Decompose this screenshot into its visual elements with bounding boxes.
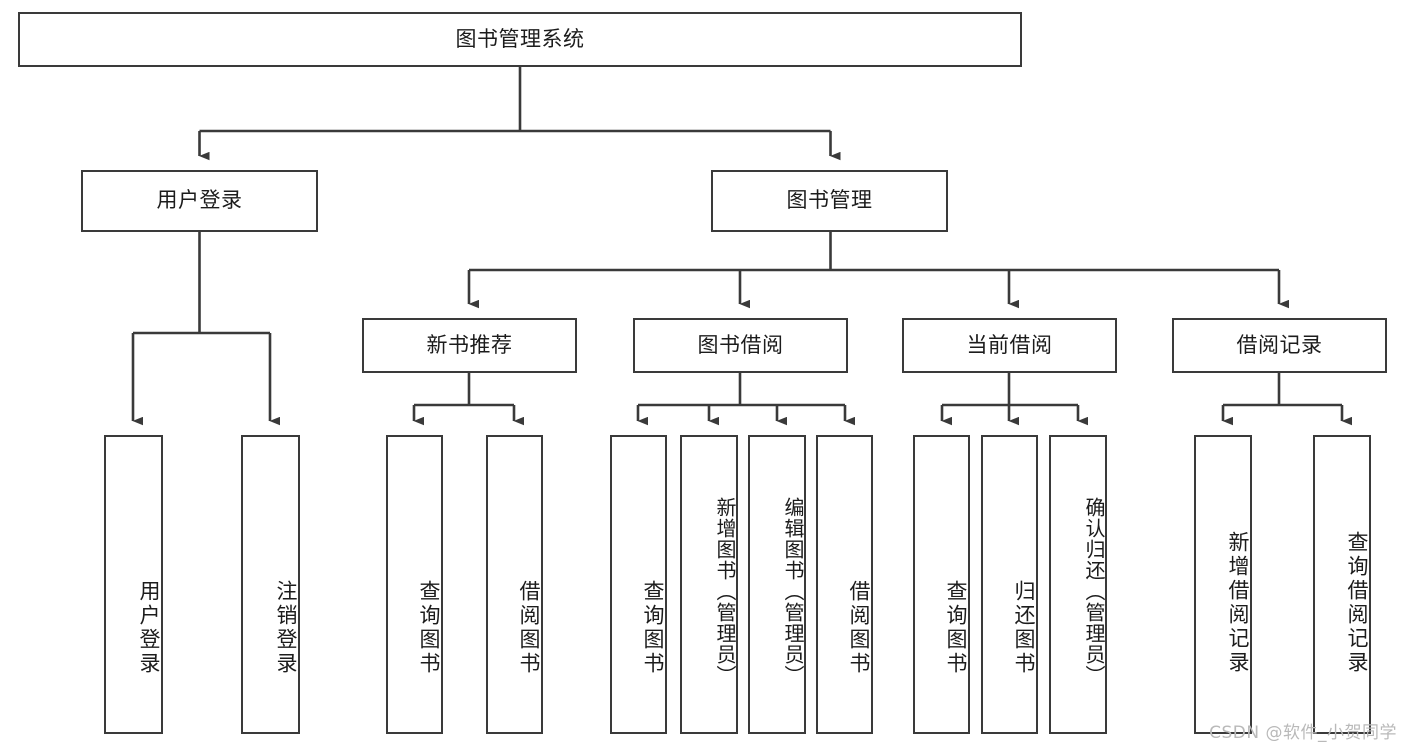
node-new-book-recommend[interactable]: 新书推荐 <box>362 318 577 373</box>
node-user-login[interactable]: 用户登录 <box>81 170 318 232</box>
node-borrow-record[interactable]: 借阅记录 <box>1172 318 1387 373</box>
leaf-user-login-signin[interactable]: 用户登录 <box>104 435 163 734</box>
node-book-borrow[interactable]: 图书借阅 <box>633 318 848 373</box>
leaf-new-book-borrow[interactable]: 借阅图书 <box>486 435 543 734</box>
node-current-borrow[interactable]: 当前借阅 <box>902 318 1117 373</box>
leaf-book-borrow-query[interactable]: 查询图书 <box>610 435 667 734</box>
node-book-manage[interactable]: 图书管理 <box>711 170 948 232</box>
leaf-new-book-query[interactable]: 查询图书 <box>386 435 443 734</box>
csdn-watermark: CSDN @软件_小贺同学 <box>1209 723 1397 743</box>
leaf-book-borrow-add[interactable]: 新增图书（管理员） <box>680 435 738 734</box>
node-root-system[interactable]: 图书管理系统 <box>18 12 1022 67</box>
leaf-current-borrow-confirm[interactable]: 确认归还（管理员） <box>1049 435 1107 734</box>
leaf-borrow-record-add[interactable]: 新增借阅记录 <box>1194 435 1252 734</box>
leaf-user-login-signout[interactable]: 注销登录 <box>241 435 300 734</box>
leaf-current-borrow-query[interactable]: 查询图书 <box>913 435 970 734</box>
leaf-current-borrow-return[interactable]: 归还图书 <box>981 435 1038 734</box>
leaf-book-borrow-borrow[interactable]: 借阅图书 <box>816 435 873 734</box>
leaf-borrow-record-query[interactable]: 查询借阅记录 <box>1313 435 1371 734</box>
leaf-book-borrow-edit[interactable]: 编辑图书（管理员） <box>748 435 806 734</box>
